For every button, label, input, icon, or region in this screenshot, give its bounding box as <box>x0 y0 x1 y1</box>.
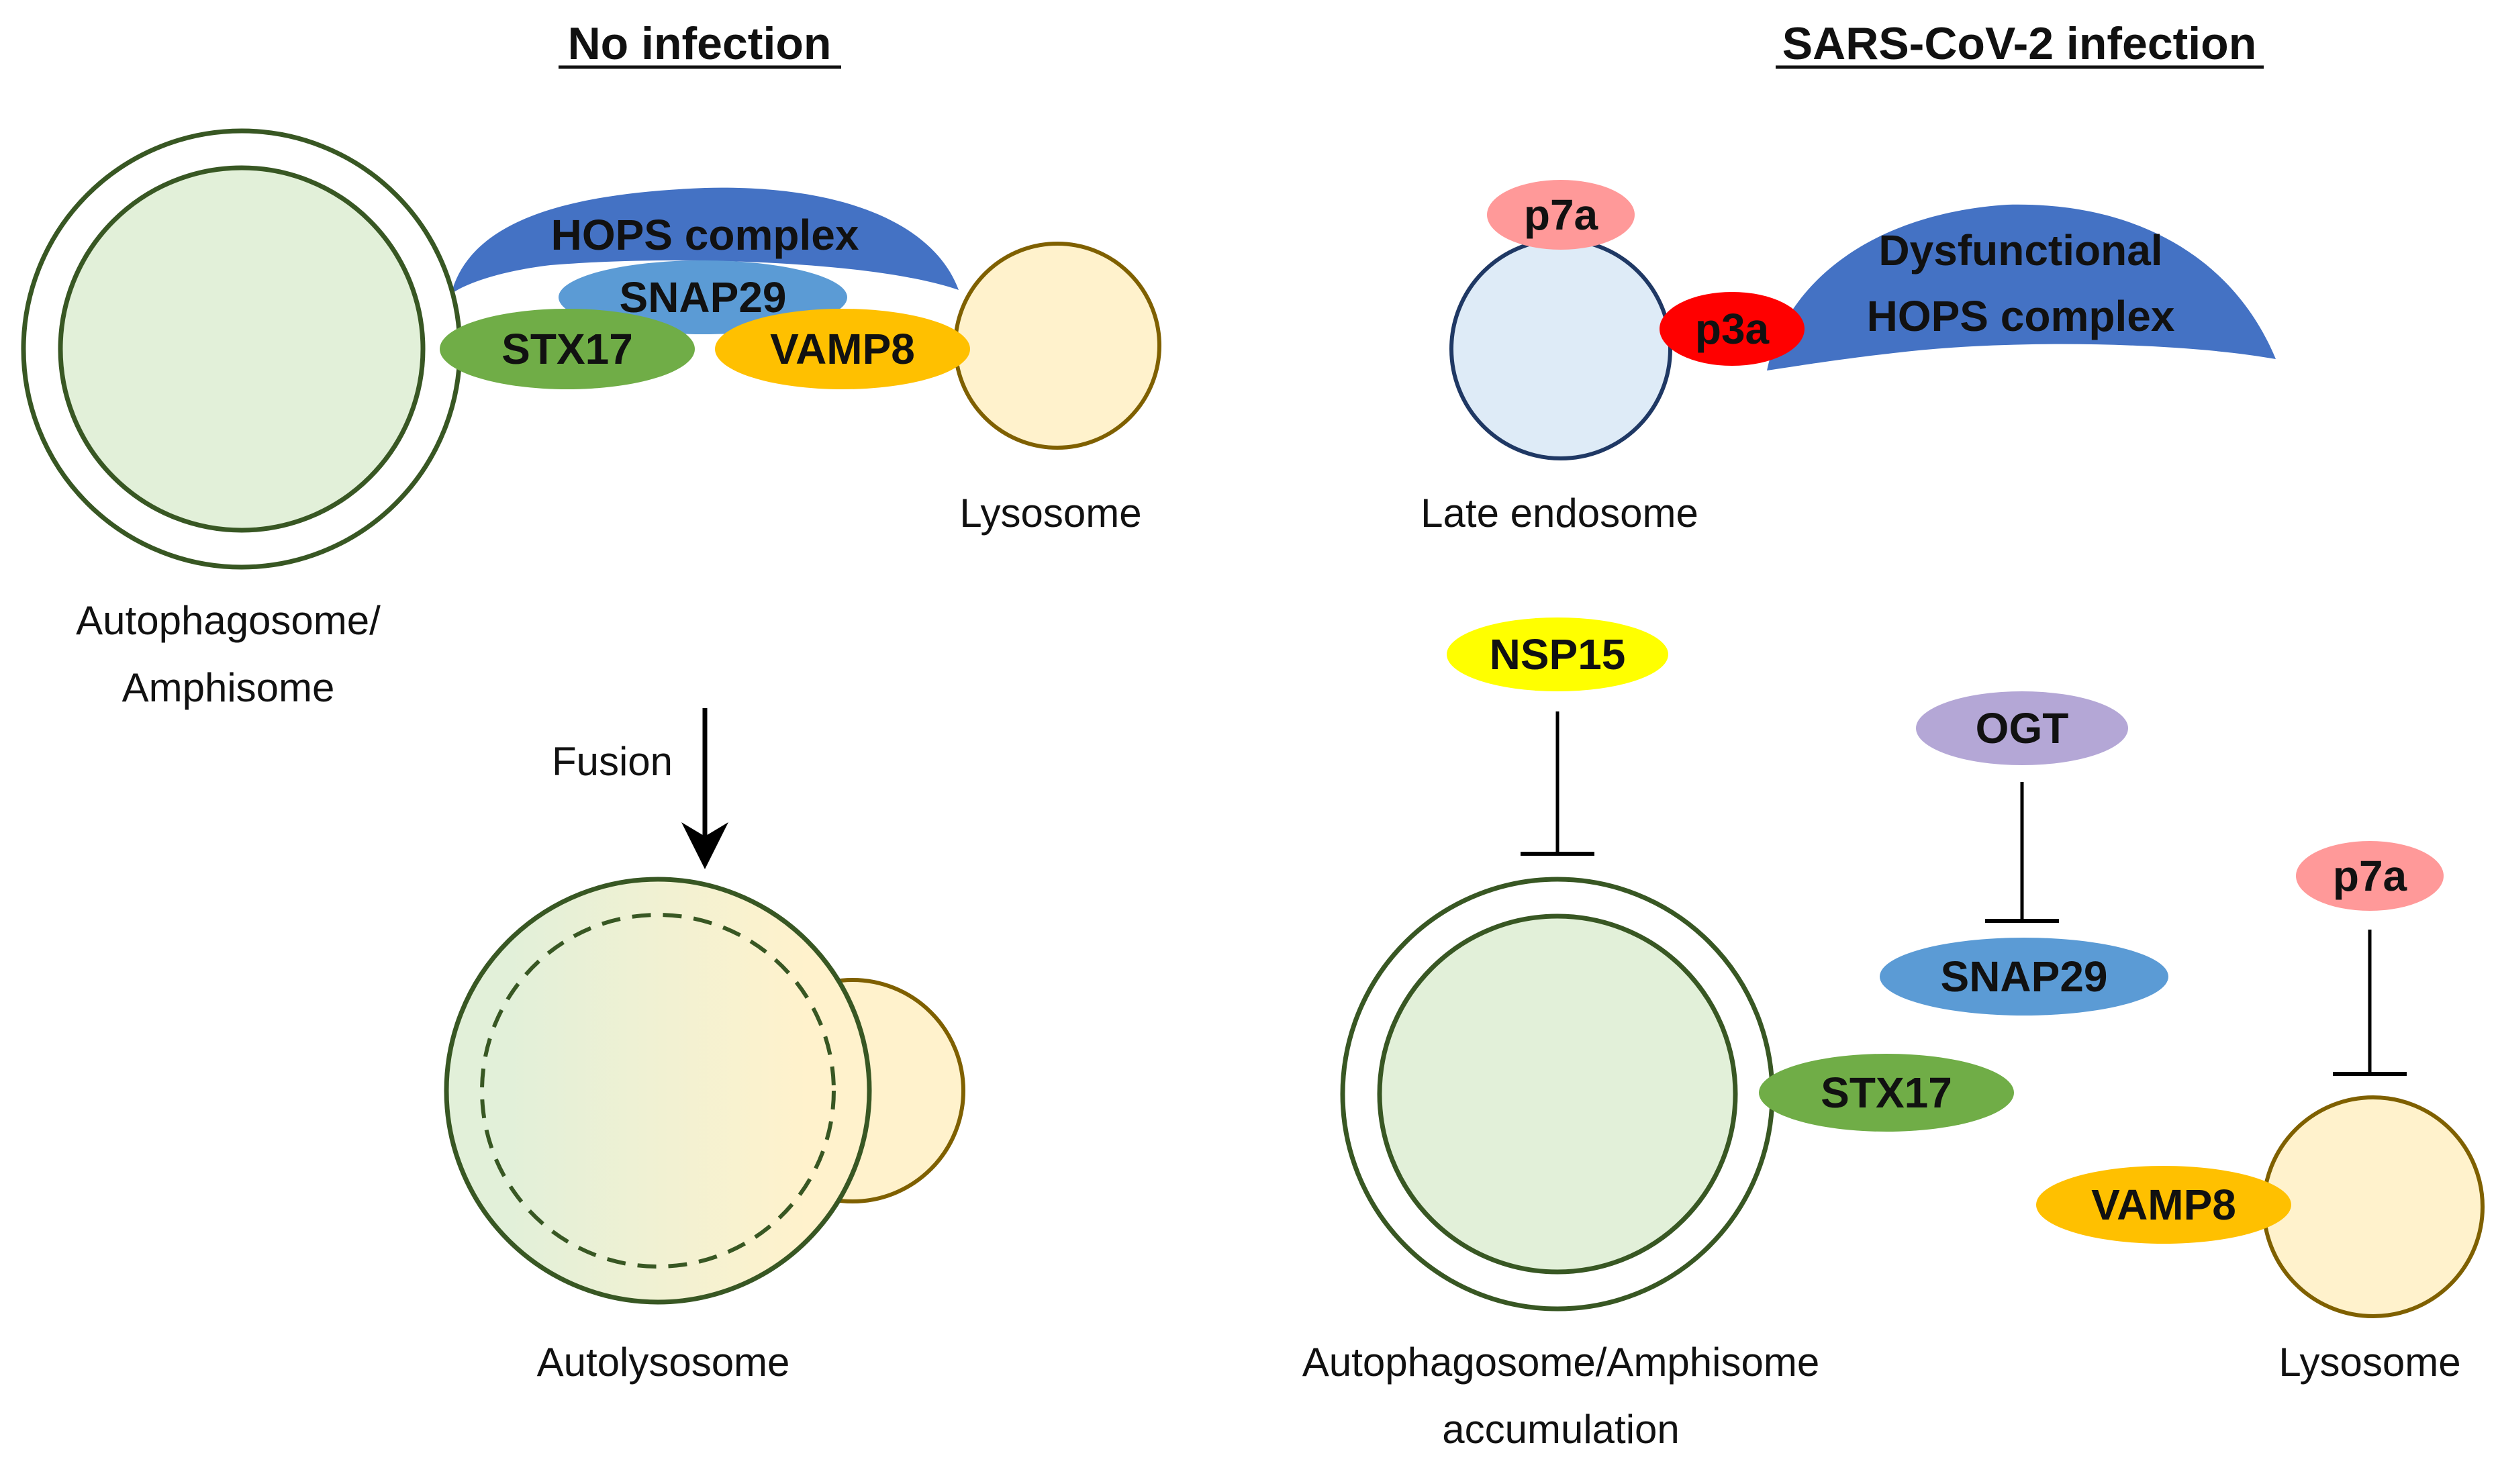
ogt-inhibition-line <box>1985 782 2059 923</box>
autophagosome-right <box>1340 877 1775 1312</box>
autolysosome <box>444 877 965 1305</box>
autophagosome-label-line2: Amphisome <box>122 665 335 710</box>
svg-text:No infection: No infection <box>568 18 832 69</box>
lysosome-label-left: Lysosome <box>959 491 1141 536</box>
hops-complex-shape <box>451 187 959 294</box>
svg-text:SARS-CoV-2 infection: SARS-CoV-2 infection <box>1782 18 2257 69</box>
snap29-label-left: SNAP29 <box>620 273 787 321</box>
vamp8-label-right: VAMP8 <box>2091 1181 2236 1229</box>
accumulation-label-line1: Autophagosome/Amphisome <box>1302 1340 1819 1385</box>
lysosome-right <box>2262 1095 2485 1318</box>
p7a-label-top: p7a <box>1524 191 1598 239</box>
stx17-ellipse-left <box>440 309 695 389</box>
p7a-inhibition-line <box>2333 930 2407 1076</box>
dysfunctional-hops-label-line2: HOPS complex <box>1867 292 2175 340</box>
p7a-ellipse-top <box>1487 180 1635 250</box>
heading-sars-cov-2-infection: SARS-CoV-2 infection <box>1776 18 2264 69</box>
stx17-label-left: STX17 <box>501 325 633 373</box>
stx17-ellipse-right <box>1759 1054 2014 1132</box>
lysosome-left <box>953 242 1161 450</box>
vamp8-label-left: VAMP8 <box>770 325 915 373</box>
nsp15-label: NSP15 <box>1490 630 1626 679</box>
dysfunctional-hops-shape <box>1767 204 2276 370</box>
vamp8-ellipse-right <box>2036 1166 2291 1244</box>
autophagosome-left <box>21 128 463 570</box>
late-endosome-label: Late endosome <box>1421 491 1698 536</box>
p3a-ellipse <box>1660 292 1805 366</box>
autolysosome-label: Autolysosome <box>537 1340 790 1385</box>
hops-complex-label: HOPS complex <box>551 211 859 259</box>
lysosome-label-right: Lysosome <box>2278 1340 2460 1385</box>
snap29-ellipse-right <box>1880 938 2168 1016</box>
nsp15-inhibition-line <box>1521 711 1594 856</box>
fusion-label: Fusion <box>552 739 673 784</box>
dysfunctional-hops-label-line1: Dysfunctional <box>1878 226 2162 275</box>
stx17-label-right: STX17 <box>1821 1069 1952 1117</box>
p3a-label: p3a <box>1695 305 1770 353</box>
vamp8-ellipse-left <box>715 309 970 389</box>
autophagosome-label-line1: Autophagosome/ <box>76 598 381 643</box>
ogt-label: OGT <box>1976 704 2069 752</box>
ogt-ellipse <box>1916 691 2128 765</box>
p7a-ellipse-bottom <box>2296 841 2444 911</box>
late-endosome <box>1449 238 1672 460</box>
heading-no-infection: No infection <box>559 18 841 69</box>
snap29-label-right: SNAP29 <box>1941 952 2108 1001</box>
p7a-label-bottom: p7a <box>2333 852 2407 900</box>
nsp15-ellipse <box>1447 617 1668 691</box>
accumulation-label-line2: accumulation <box>1442 1407 1680 1452</box>
